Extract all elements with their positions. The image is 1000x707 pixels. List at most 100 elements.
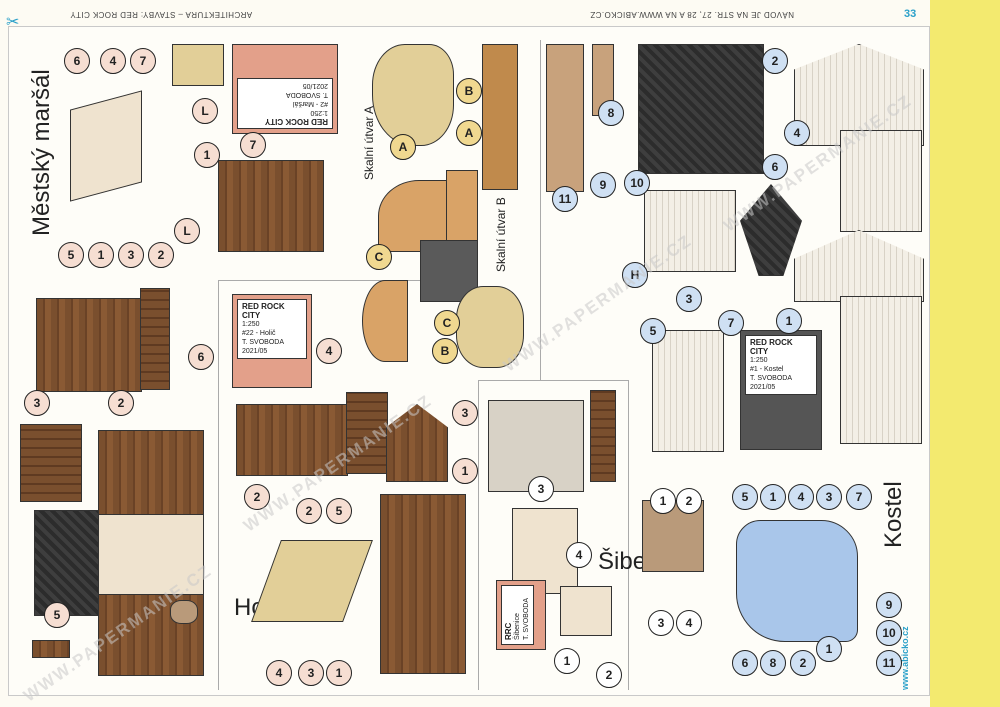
barber-front-wall (236, 404, 348, 476)
part-number: 3 (452, 400, 478, 426)
part-number: 5 (58, 242, 84, 268)
part-number: 1 (650, 488, 676, 514)
label-date: 2021/05 (242, 348, 268, 355)
part-number: 4 (676, 610, 702, 636)
part-number: 9 (876, 592, 902, 618)
label-author: T. SVOBODA (285, 91, 328, 98)
part-number: 2 (148, 242, 174, 268)
model-label-church: RED ROCK CITY 1:250 #1 - Kostel T. SVOBO… (740, 330, 822, 450)
part-number: 7 (130, 48, 156, 74)
label-title: RED ROCK CITY (264, 117, 328, 126)
part-number: 2 (296, 498, 322, 524)
part-number: L (192, 98, 218, 124)
marshal-railing (20, 424, 82, 502)
church-side-bottom (840, 296, 922, 444)
part-number: C (366, 244, 392, 270)
part-number: 2 (596, 662, 622, 688)
gallows-base (560, 586, 612, 636)
barber-side-wall (346, 392, 388, 474)
part-number: 5 (326, 498, 352, 524)
title-church: Kostel (880, 481, 907, 548)
part-number: 6 (762, 154, 788, 180)
part-number: 4 (788, 484, 814, 510)
label-scale: 1:250 (310, 109, 328, 116)
label-item: Šibenice (514, 613, 521, 640)
model-label-marshal: RED ROCK CITY 1:250 #2 - Maršál T. SVOBO… (232, 44, 338, 134)
part-number: 3 (816, 484, 842, 510)
model-label-barber: RED ROCK CITY 1:250 #22 - Holič T. SVOBO… (232, 294, 312, 388)
rock-a-side (446, 170, 478, 242)
part-number: 1 (194, 142, 220, 168)
part-number: 2 (790, 650, 816, 676)
church-roof (638, 44, 764, 174)
part-number: 11 (552, 186, 578, 212)
part-number: 4 (266, 660, 292, 686)
label-item: #22 - Holič (242, 330, 276, 337)
label-author: T. SVOBODA (242, 339, 285, 346)
header-instructions: NÁVOD JE NA STR. 27, 28 A NA WWW.ABICKO.… (590, 10, 794, 19)
label-title: RED ROCK CITY (750, 338, 793, 356)
page-number: 33 (904, 8, 917, 20)
part-number: B (456, 78, 482, 104)
marshal-porch (140, 288, 170, 390)
part-number: 10 (624, 170, 650, 196)
part-number: 3 (676, 286, 702, 312)
part-number: C (434, 310, 460, 336)
part-number: 5 (732, 484, 758, 510)
part-number: 8 (598, 100, 624, 126)
part-number: 8 (760, 650, 786, 676)
title-rock-a: Skalní útvar A (362, 105, 376, 180)
marshal-chimney (172, 44, 224, 86)
part-number: 3 (24, 390, 50, 416)
marshal-sign (170, 600, 198, 624)
divider (478, 380, 479, 690)
part-number: 5 (44, 602, 70, 628)
divider (628, 380, 629, 690)
marshal-side-wall-top (98, 430, 204, 516)
title-rock-b: Skalní útvar B (494, 197, 508, 272)
part-number: 4 (316, 338, 342, 364)
part-number: 2 (108, 390, 134, 416)
part-number: L (174, 218, 200, 244)
part-number: 3 (528, 476, 554, 502)
marshal-assembly-diagram (70, 90, 142, 202)
divider (218, 280, 219, 690)
model-label-gallows: RRC Šibenice T. SVOBODA (496, 580, 546, 650)
scissors-icon: ✂ (6, 14, 20, 31)
part-number: 2 (762, 48, 788, 74)
label-scale: 1:250 (242, 321, 260, 328)
part-number: H (622, 262, 648, 288)
part-number: 7 (240, 132, 266, 158)
part-number: 6 (732, 650, 758, 676)
part-number: 5 (640, 318, 666, 344)
part-number: 3 (118, 242, 144, 268)
title-marshal: Městský maršál (28, 69, 55, 236)
marshal-front-wall (36, 298, 142, 392)
part-number: 1 (452, 458, 478, 484)
church-tower (644, 190, 736, 272)
divider (540, 40, 541, 380)
part-number: 3 (648, 610, 674, 636)
rock-b-diagram (456, 286, 524, 368)
label-author: T. SVOBODA (750, 375, 793, 382)
label-title: RED ROCK CITY (242, 302, 285, 320)
rock-c-piece (362, 280, 408, 362)
part-number: 1 (88, 242, 114, 268)
church-facade-top (794, 44, 924, 146)
part-number: 1 (816, 636, 842, 662)
part-number: 7 (846, 484, 872, 510)
part-number: 4 (566, 542, 592, 568)
label-date: 2021/05 (750, 384, 776, 391)
part-number: A (456, 120, 482, 146)
gallows-ladder (590, 390, 616, 482)
church-assembly-diagram (736, 520, 858, 642)
part-number: 4 (100, 48, 126, 74)
part-number: B (432, 338, 458, 364)
part-number: A (390, 134, 416, 160)
part-number: 2 (244, 484, 270, 510)
part-number: 4 (784, 120, 810, 146)
part-number: 9 (590, 172, 616, 198)
divider (478, 380, 628, 381)
part-number: 1 (776, 308, 802, 334)
label-title: RRC (504, 622, 513, 640)
